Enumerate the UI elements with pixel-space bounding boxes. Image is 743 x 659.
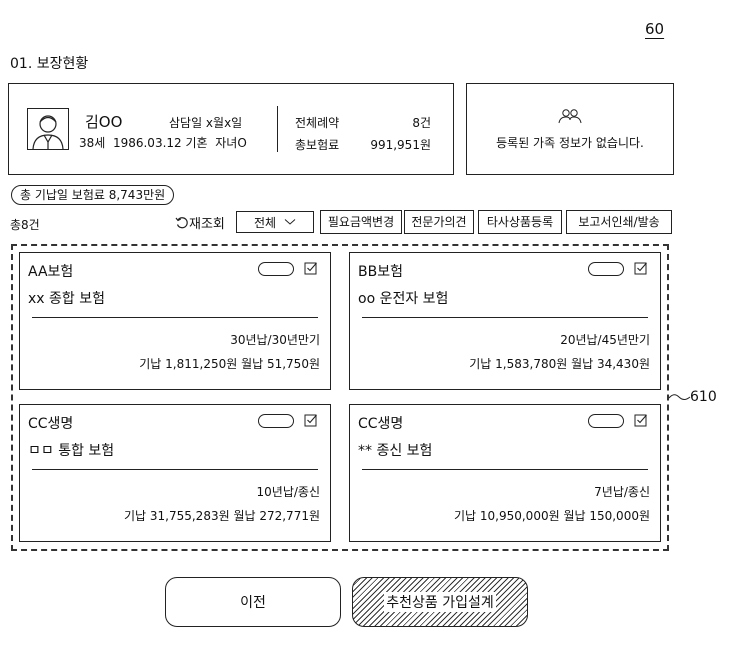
filter-select[interactable]: 전체	[236, 211, 314, 233]
total-contracts-label: 전체례약	[295, 116, 340, 130]
reference-leader-line	[668, 394, 691, 400]
customer-details: 38세 1986.03.12 기혼 자녀O	[79, 134, 247, 151]
figure-reference-number: 60	[645, 20, 665, 38]
refresh-label: 재조회	[189, 217, 225, 232]
card-divider	[32, 317, 318, 318]
card-product: ** 종신 보험	[358, 443, 433, 459]
card-term: 20년납/45년만기	[560, 333, 650, 347]
cards-reference-number: 610	[690, 389, 717, 405]
total-paid-premium-badge: 총 기납일 보험료 8,743만원	[11, 185, 175, 205]
marital-status: 기혼	[185, 136, 208, 150]
checkbox-icon[interactable]	[634, 260, 648, 279]
card-product: oo 운전자 보험	[358, 291, 449, 307]
card-payment: 기납 1,811,250원 월납 51,750원	[139, 357, 320, 371]
card-payment: 기납 31,755,283원 월납 272,771원	[123, 509, 320, 523]
card-product: ㅁㅁ 통합 보험	[28, 443, 115, 459]
family-info-panel: 등록된 가족 정보가 없습니다.	[466, 83, 674, 175]
print-send-report-button[interactable]: 보고서인쇄/발송	[566, 210, 672, 234]
refresh-icon	[175, 216, 189, 230]
card-divider	[362, 469, 648, 470]
card-payment: 기납 1,583,780원 월납 34,430원	[469, 357, 650, 371]
family-icon	[555, 108, 585, 128]
card-company: CC생명	[28, 416, 74, 432]
expert-opinion-button[interactable]: 전문가의견	[404, 210, 474, 234]
insurance-card[interactable]: BB보험 oo 운전자 보험 20년납/45년만기 기납 1,583,780원 …	[349, 252, 661, 390]
card-toggle[interactable]	[588, 414, 624, 428]
insurance-card[interactable]: AA보험 xx 종합 보험 30년납/30년만기 기납 1,811,250원 월…	[19, 252, 331, 390]
card-product: xx 종합 보험	[28, 291, 105, 307]
filter-selected-value: 전체	[253, 215, 277, 230]
register-other-product-button[interactable]: 타사상품등록	[478, 210, 562, 234]
customer-profile-panel: 김OO 삼담일 x월x일 38세 1986.03.12 기혼 자녀O 전체례약 …	[8, 83, 454, 175]
card-toggle[interactable]	[258, 262, 294, 276]
total-contracts-value: 8건	[412, 116, 431, 130]
card-company: CC생명	[358, 416, 404, 432]
section-title: 01. 보장현황	[10, 56, 89, 72]
insurance-card[interactable]: CC생명 ㅁㅁ 통합 보험 10년납/종신 기납 31,755,283원 월납 …	[19, 404, 331, 542]
divider	[277, 106, 278, 152]
total-premium-value: 991,951원	[370, 138, 431, 152]
children-status: 자녀O	[215, 136, 247, 150]
card-payment: 기납 10,950,000원 월납 150,000원	[453, 509, 650, 523]
insurance-card-list: AA보험 xx 종합 보험 30년납/30년만기 기납 1,811,250원 월…	[11, 244, 669, 551]
card-term: 7년납/종신	[594, 485, 650, 499]
customer-birthdate: 1986.03.12	[112, 136, 182, 150]
family-empty-message: 등록된 가족 정보가 없습니다.	[496, 136, 644, 150]
card-term: 30년납/30년만기	[230, 333, 320, 347]
card-company: AA보험	[28, 264, 74, 280]
recommend-product-enroll-button[interactable]: 추천상품 가입설계	[352, 577, 528, 627]
card-company: BB보험	[358, 264, 403, 280]
card-term: 10년납/종신	[256, 485, 320, 499]
customer-name: 김OO	[85, 113, 123, 131]
previous-button-label: 이전	[240, 595, 266, 611]
card-toggle[interactable]	[258, 414, 294, 428]
card-toggle[interactable]	[588, 262, 624, 276]
total-premium-label: 총보험료	[295, 138, 340, 152]
customer-age: 38세	[79, 136, 106, 150]
change-required-amount-button[interactable]: 필요금액변경	[320, 210, 402, 234]
person-avatar-icon	[27, 108, 69, 150]
checkbox-icon[interactable]	[634, 412, 648, 431]
chevron-down-icon	[284, 215, 296, 229]
insurance-card[interactable]: CC생명 ** 종신 보험 7년납/종신 기납 10,950,000원 월납 1…	[349, 404, 661, 542]
checkbox-icon[interactable]	[304, 412, 318, 431]
card-divider	[32, 469, 318, 470]
contract-count: 총8건	[10, 218, 40, 232]
previous-button[interactable]: 이전	[165, 577, 341, 627]
contract-date: 삼담일 x월x일	[169, 116, 243, 130]
recommend-button-label: 추천상품 가입설계	[384, 592, 496, 612]
refresh-button[interactable]: 재조회	[175, 213, 225, 232]
checkbox-icon[interactable]	[304, 260, 318, 279]
card-divider	[362, 317, 648, 318]
